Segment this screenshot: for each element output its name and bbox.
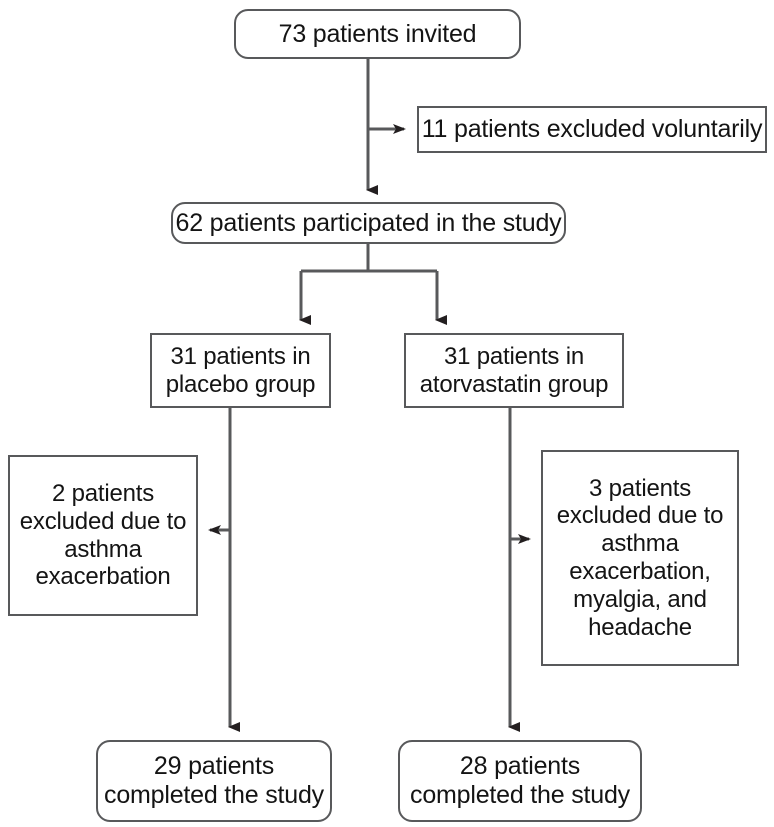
node-excluded-placebo: 2 patients excluded due to asthma exacer… (8, 455, 198, 616)
node-atorvastatin-group: 31 patients in atorvastatin group (404, 333, 624, 408)
node-placebo-group: 31 patients in placebo group (150, 333, 331, 408)
node-patients-participated: 62 patients participated in the study (171, 202, 566, 244)
node-excluded-voluntarily: 11 patients excluded voluntarily (417, 106, 767, 153)
node-patients-invited: 73 patients invited (234, 9, 521, 59)
node-completed-atorvastatin: 28 patients completed the study (398, 740, 642, 822)
node-excluded-atorvastatin: 3 patients excluded due to asthma exacer… (541, 450, 739, 666)
node-completed-placebo: 29 patients completed the study (96, 740, 332, 822)
